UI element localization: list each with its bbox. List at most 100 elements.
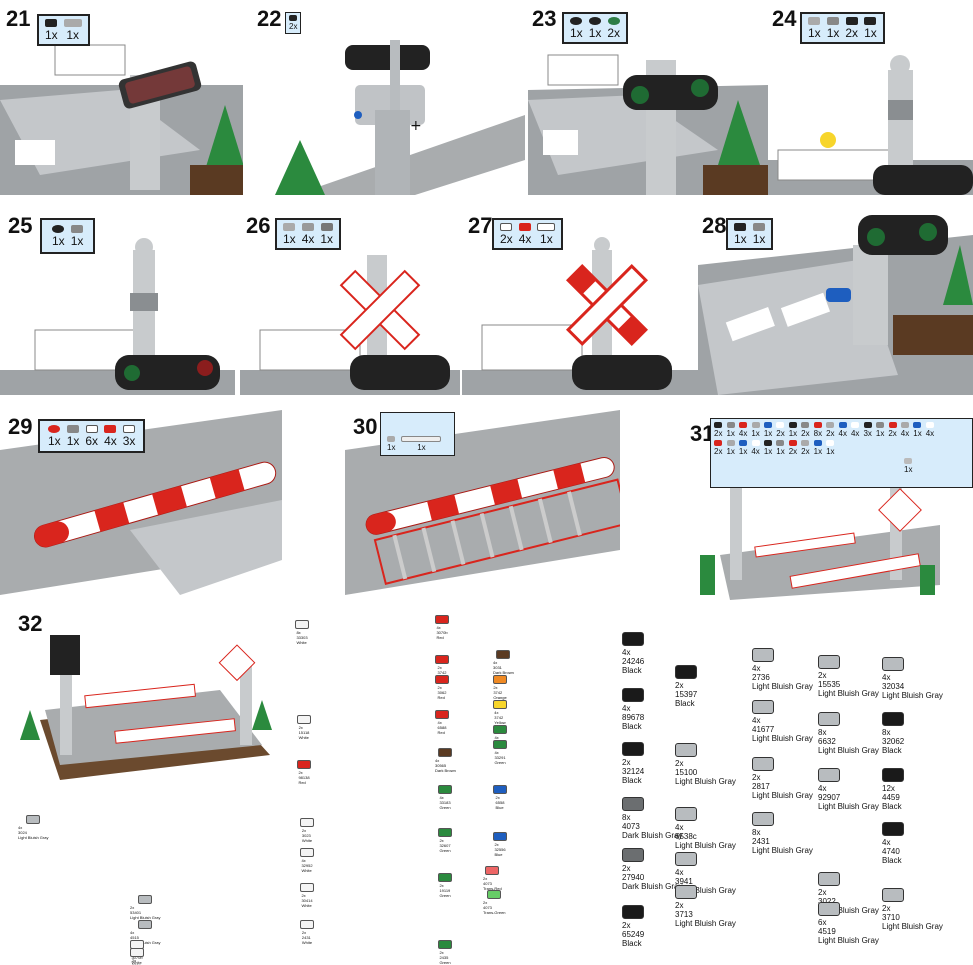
inventory-qty: 4x xyxy=(752,664,761,673)
part-icon xyxy=(138,895,153,904)
part-icon xyxy=(882,768,904,782)
part-icon xyxy=(818,768,840,782)
step-27: 27 2x 4x 1x xyxy=(462,205,700,395)
inventory-id: 2435 xyxy=(439,955,449,960)
part-entry: 4x xyxy=(926,422,934,438)
inventory-color: Black xyxy=(622,776,642,785)
part-icon xyxy=(882,712,904,726)
inventory-color: Black xyxy=(882,802,902,811)
inventory-id: 4073 xyxy=(483,881,492,886)
part-icon xyxy=(888,422,897,428)
inventory-id: 3713 xyxy=(675,910,693,919)
step-21: 21 1x 1x xyxy=(0,0,243,195)
part-icon xyxy=(67,425,80,433)
inventory-item: 2x3022Light Bluish Gray xyxy=(818,872,879,915)
part-entry: 4x xyxy=(751,440,760,456)
part-icon xyxy=(622,848,644,862)
inventory-id: 2736 xyxy=(752,673,770,682)
part-icon xyxy=(300,818,314,827)
part-icon xyxy=(297,760,311,769)
part-icon xyxy=(913,422,922,428)
step-24-illustration xyxy=(768,55,973,195)
inventory-color: Light Bluish Gray xyxy=(818,689,879,698)
part-icon xyxy=(714,422,723,428)
inventory-id: 6538c xyxy=(675,832,697,841)
inventory-color: Light Bluish Gray xyxy=(130,915,161,920)
inventory-color: Light Bluish Gray xyxy=(752,846,813,855)
part-icon xyxy=(493,725,507,734)
inventory-qty: 2x xyxy=(818,888,827,897)
inventory-qty: 4x xyxy=(818,784,827,793)
step-number: 21 xyxy=(6,6,31,31)
part-entry: 1x xyxy=(814,440,822,456)
part-entry: 2x xyxy=(714,422,722,438)
part-icon xyxy=(537,223,556,231)
part-icon xyxy=(500,223,513,231)
step-number: 22 xyxy=(257,6,282,31)
inventory-qty: 2x xyxy=(818,671,827,680)
inventory-id: 32556 xyxy=(494,847,506,852)
inventory-id: 6558 xyxy=(495,800,505,805)
inventory-qty: 4x xyxy=(752,716,761,725)
inventory-qty: 2x xyxy=(622,864,631,873)
inventory-qty: 4x xyxy=(882,838,891,847)
inventory-id: 2431 xyxy=(301,935,311,940)
inventory-id: 92907 xyxy=(818,793,841,802)
inventory-qty: 4x xyxy=(494,710,499,715)
inventory-qty: 2x xyxy=(131,958,137,963)
inventory-color: Light Bluish Gray xyxy=(18,835,49,840)
part-icon xyxy=(801,422,810,428)
part-entry: 2x xyxy=(776,422,785,438)
inventory-color: Green xyxy=(494,760,506,765)
part-icon xyxy=(435,710,449,719)
inventory-color: Black xyxy=(622,722,642,731)
inventory-color: Red xyxy=(437,695,445,700)
inventory-qty: 4x xyxy=(493,660,498,665)
inventory-qty: 2x xyxy=(439,950,444,955)
part-icon xyxy=(826,440,835,446)
inventory-id: 32607 xyxy=(439,843,451,848)
inventory-id: 3024 xyxy=(18,830,27,835)
part-entry: 1x xyxy=(776,440,785,456)
part-icon xyxy=(85,425,98,433)
inventory-id: 32034 xyxy=(882,682,905,691)
inventory-id: 3742 xyxy=(437,670,447,675)
parts-callout: 1x 1x xyxy=(40,218,96,254)
inventory-qty: 4x xyxy=(494,750,499,755)
inventory-id: 3070b xyxy=(436,630,448,635)
inventory-id: 3024 xyxy=(132,963,142,965)
part-entry: 1x xyxy=(789,422,797,438)
parts-row: 1x xyxy=(904,458,912,474)
part-icon xyxy=(607,17,620,25)
inventory-color: Light Bluish Gray xyxy=(675,777,736,786)
part-entry: 1x xyxy=(876,422,884,438)
part-icon xyxy=(493,785,507,794)
part-entry: 1x xyxy=(764,440,772,456)
part-icon xyxy=(818,712,840,726)
part-icon xyxy=(130,948,144,957)
part-icon xyxy=(827,17,840,25)
inventory-color: Light Bluish Gray xyxy=(675,919,736,928)
part-icon xyxy=(493,675,507,684)
part-icon xyxy=(882,888,904,902)
part-icon xyxy=(487,890,502,899)
part-entry: 4x xyxy=(851,422,859,438)
inventory-qty: 2x xyxy=(439,883,444,888)
inventory-color: Green xyxy=(439,805,451,810)
step-32: 32 xyxy=(0,605,285,790)
inventory-qty: 2x xyxy=(675,681,684,690)
part-icon xyxy=(726,440,735,446)
inventory-id: 89678 xyxy=(622,713,645,722)
inventory-qty: 4x xyxy=(301,858,306,863)
